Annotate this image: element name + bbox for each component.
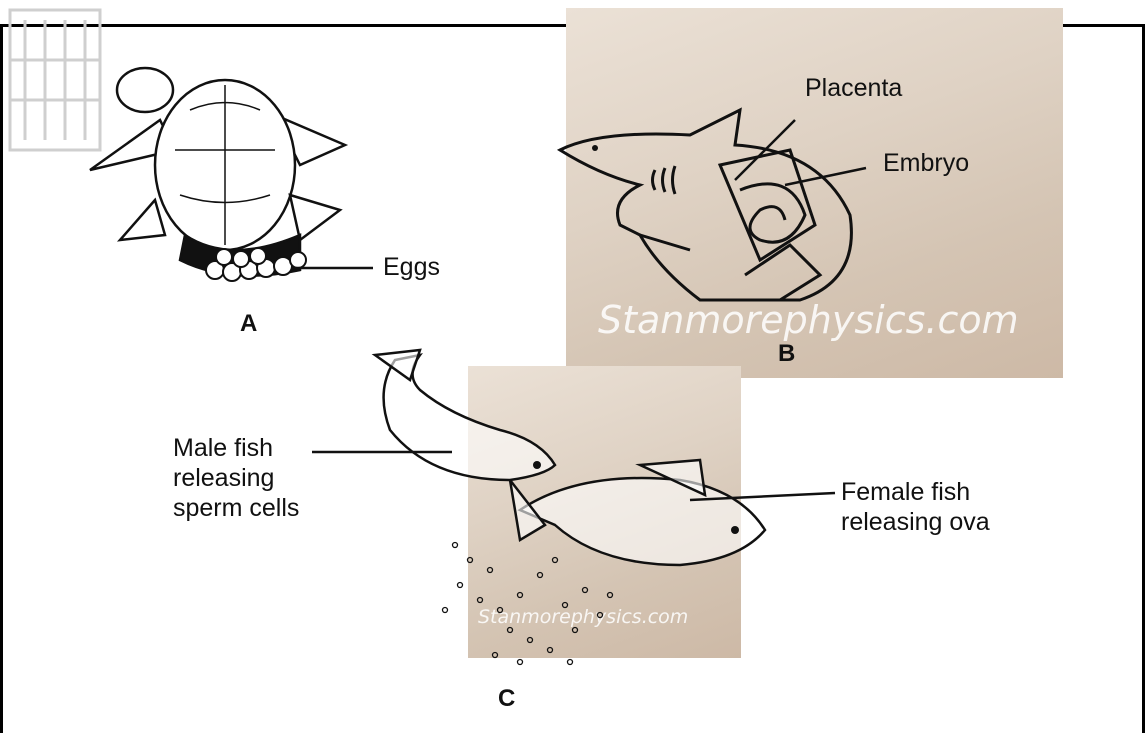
male-fish-label: Male fish releasing sperm cells: [173, 433, 299, 523]
panel-c-letter: C: [498, 685, 515, 713]
female-fish-label: Female fish releasing ova: [841, 477, 990, 537]
